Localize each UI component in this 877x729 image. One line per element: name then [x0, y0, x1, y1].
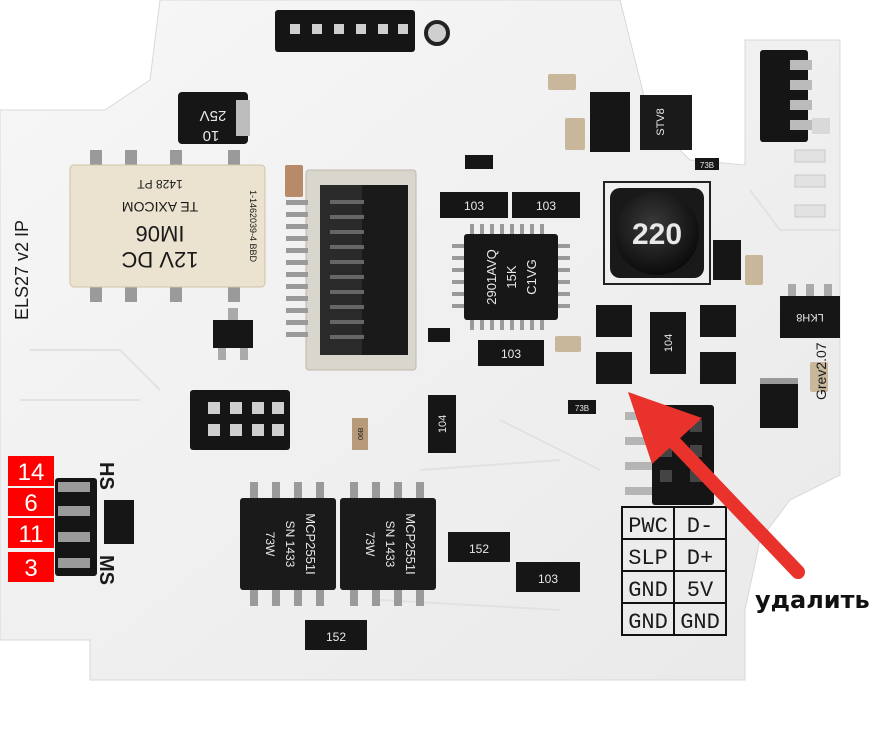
resistor-array-103-d: 103: [516, 562, 580, 592]
jumper-label-pwc: PWC: [628, 514, 668, 539]
sot23-mid: 104: [650, 312, 686, 374]
pin-label-3: 3: [8, 552, 54, 582]
annotation-caption: удалить: [755, 586, 870, 614]
capacitor-small-b: [555, 336, 581, 352]
capacitor-line1: 25V: [200, 107, 227, 124]
sot23-cluster: [596, 305, 736, 384]
svg-text:73W: 73W: [263, 532, 277, 557]
svg-text:SN 1433: SN 1433: [383, 521, 397, 568]
svg-text:MCP2551I: MCP2551I: [303, 513, 318, 574]
capacitor-06b: [352, 418, 368, 450]
relay-line4: 1428 PT: [137, 177, 183, 191]
annotation-arrow: [628, 392, 805, 579]
silk-ms: MS: [95, 555, 117, 585]
svg-text:15K: 15K: [504, 265, 519, 288]
jumper-label-d-plus: D+: [687, 546, 713, 571]
jumper-label-gnd-1: GND: [628, 578, 668, 603]
diode-right: [713, 240, 741, 280]
capacitor-top-a: [548, 74, 576, 90]
relay-line3: TE AXICOM: [122, 199, 198, 215]
relay-line1: 12V DC: [121, 247, 198, 272]
capacitor-right-b: [810, 362, 828, 392]
svg-text:C1VG: C1VG: [524, 259, 539, 294]
svg-text:3: 3: [24, 555, 37, 582]
svg-text:14: 14: [18, 459, 45, 486]
pin-label-6: 6: [8, 488, 54, 517]
board-name: ELS27 v2 IP: [12, 220, 32, 320]
relay-side-text: 1-1462039-4 BBD: [248, 190, 258, 263]
pin-header-left: [55, 478, 97, 576]
svg-text:152: 152: [469, 542, 489, 556]
resistor-73b-mid: 73B: [568, 400, 596, 414]
capacitor-small-a: [428, 328, 450, 342]
svg-text:103: 103: [536, 199, 556, 213]
svg-text:104: 104: [663, 334, 675, 352]
mounting-hole-top: [424, 20, 450, 46]
jumper-label-5v: 5V: [687, 578, 714, 603]
silk-hs: HS: [95, 462, 117, 490]
svg-text:2901AVQ: 2901AVQ: [484, 249, 499, 304]
trace-lines: [20, 189, 840, 611]
svg-text:152: 152: [326, 630, 346, 644]
svg-text:MCP2551I: MCP2551I: [403, 513, 418, 574]
svg-text:104: 104: [437, 415, 449, 433]
resistor-array-103-a: 103: [440, 192, 508, 218]
sot-transistor-left: [213, 308, 253, 360]
header-2x4: [190, 390, 290, 450]
relay-line2: IM06: [136, 221, 185, 246]
svg-text:73B: 73B: [575, 404, 589, 413]
jumper-label-slp: SLP: [628, 546, 668, 571]
capacitor-line2: 10: [203, 127, 220, 144]
svg-text:103: 103: [501, 347, 521, 361]
jumper-label-gnd-2: GND: [628, 610, 668, 635]
svg-text:SN 1433: SN 1433: [283, 521, 297, 568]
svg-text:220: 220: [632, 218, 682, 251]
pin-label-11: 11: [8, 518, 54, 548]
capacitor-brown: [285, 165, 303, 197]
pin-label-14: 14: [8, 456, 54, 486]
svg-text:73B: 73B: [700, 161, 714, 170]
can-transceiver-1: MCP2551I SN 1433 73W: [240, 482, 336, 606]
resistor-array-104: 104: [428, 395, 456, 453]
can-transceiver-2: MCP2551I SN 1433 73W: [340, 482, 436, 606]
sot-small-left: [104, 500, 134, 544]
jumper-label-gnd-3: GND: [680, 610, 720, 635]
svg-text:6: 6: [24, 490, 37, 517]
inductor: 220: [603, 181, 711, 285]
sot-transistor-right: LKH8: [780, 284, 840, 338]
relay: 12V DC IM06 TE AXICOM 1428 PT 1-1462039-…: [69, 150, 266, 302]
jumper-label-grid: PWC D- SLP D+ GND 5V GND GND: [621, 506, 727, 636]
header-right-top: [760, 50, 830, 142]
svg-text:06B: 06B: [358, 427, 365, 440]
diode-small: [465, 155, 493, 169]
capacitor-right-a: [745, 255, 763, 285]
pad-column-right: [794, 149, 826, 218]
resistor-73b-top: 73B: [695, 158, 719, 170]
capacitor-top-b: [565, 118, 585, 150]
jumper-label-d-minus: D-: [687, 514, 713, 539]
svg-text:73W: 73W: [363, 532, 377, 557]
tantalum-capacitor: 25V 10: [178, 92, 250, 144]
resistor-array-103-b: 103: [512, 192, 580, 218]
ffc-connector: [286, 169, 417, 371]
svg-text:LKH8: LKH8: [796, 311, 824, 323]
svg-text:103: 103: [538, 572, 558, 586]
controller-chip: 2901AVQ 15K C1VG: [452, 224, 570, 330]
header-top: [275, 10, 415, 52]
svg-text:103: 103: [464, 199, 484, 213]
board-edge-text: Grev2.07: [813, 342, 829, 400]
svg-text:STV8: STV8: [655, 108, 667, 136]
resistor-array-152-b: 152: [305, 620, 367, 650]
resistor-array-103-c: 103: [478, 340, 544, 366]
diode-large-right: [760, 378, 798, 428]
resistor-array-152-a: 152: [448, 532, 510, 562]
sot-regulator-top: STV8: [590, 92, 692, 152]
svg-text:11: 11: [19, 521, 44, 548]
